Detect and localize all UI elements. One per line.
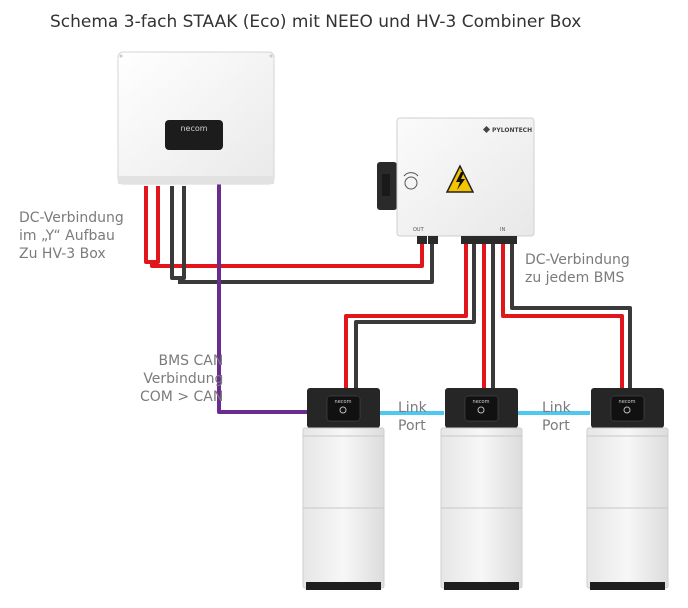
combiner-port-out-label: OUT xyxy=(413,227,425,233)
can-cable xyxy=(217,184,307,414)
label-line: im „Y“ Aufbau xyxy=(19,228,115,244)
link-port-label-1: Link Port xyxy=(398,399,427,435)
bms-display xyxy=(326,395,361,422)
combiner-brand: PYLONTECH xyxy=(492,127,532,134)
dc-negative-cable-bms-1 xyxy=(354,244,476,392)
diagram-title: Schema 3-fach STAAK (Eco) mit NEEO und H… xyxy=(50,12,582,32)
label-line: DC-Verbindung xyxy=(19,210,124,226)
battery-brand: necom xyxy=(619,399,636,405)
bms-can-label: BMS CAN Verbindung COM > CAN xyxy=(140,352,223,406)
label-line: Zu HV-3 Box xyxy=(19,246,106,262)
dc-positive-cable-inverter xyxy=(144,186,424,268)
combiner-box: PYLONTECH OUT IN xyxy=(377,117,535,244)
label-line: Link xyxy=(542,400,571,416)
label-line: Verbindung xyxy=(143,371,224,387)
high-voltage-warning-icon xyxy=(445,164,475,193)
dc-positive-cable-bms-1 xyxy=(344,244,468,392)
link-port-label-2: Link Port xyxy=(542,399,571,435)
label-line: BMS CAN xyxy=(158,353,224,369)
dc-negative-cable-inverter xyxy=(170,186,434,284)
battery-stack-3: necom xyxy=(586,388,669,590)
label-line: Port xyxy=(542,418,570,434)
label-line: DC-Verbindung xyxy=(525,252,630,268)
dc-cables-combiner-to-batteries xyxy=(344,244,632,392)
label-line: zu jedem BMS xyxy=(525,270,625,286)
battery-brand: necom xyxy=(473,399,490,405)
label-line: Port xyxy=(398,418,426,434)
dc-cables-inverter-to-combiner xyxy=(144,186,434,284)
dc-positive-cable-bms-3 xyxy=(501,244,624,392)
rotary-switch-icon xyxy=(403,172,419,190)
combiner-port-in-label: IN xyxy=(500,227,505,233)
dc-y-connection-label: DC-Verbindung im „Y“ Aufbau Zu HV-3 Box xyxy=(19,209,124,263)
bms-display xyxy=(464,395,499,422)
bms-display xyxy=(610,395,645,422)
inverter-brand: necom xyxy=(180,124,207,133)
pylontech-logo-icon xyxy=(482,125,491,134)
label-line: COM > CAN xyxy=(140,389,224,405)
inverter-display xyxy=(165,120,223,150)
battery-stack-1: necom xyxy=(302,388,385,590)
inverter-body xyxy=(117,51,275,185)
battery-brand: necom xyxy=(335,399,352,405)
dc-negative-cable-bms-3 xyxy=(510,244,632,392)
label-line: Link xyxy=(398,400,427,416)
dc-bms-connection-label: DC-Verbindung zu jedem BMS xyxy=(525,251,630,287)
battery-stack-2: necom xyxy=(440,388,523,590)
inverter: necom xyxy=(117,51,275,185)
